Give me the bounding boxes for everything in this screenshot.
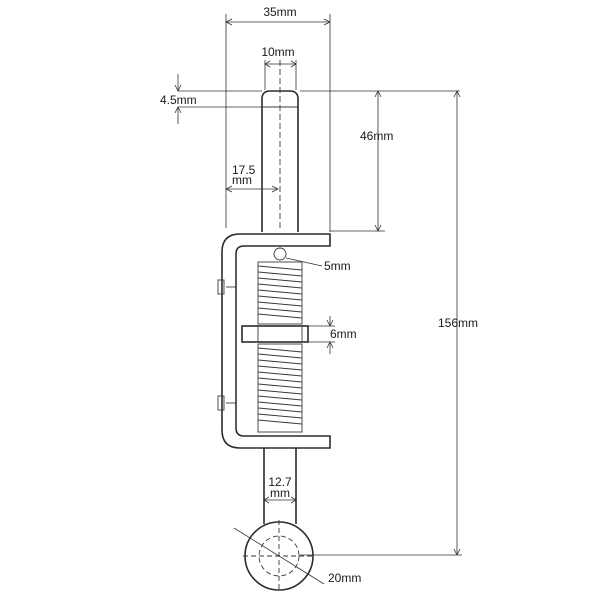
label-tip-chamfer: 4.5mm (160, 93, 197, 107)
label-pin-hole: 5mm (324, 259, 351, 273)
label-shank-line1: 12.7 (268, 475, 292, 489)
label-collar: 6mm (330, 327, 357, 341)
spring-lower (257, 343, 303, 433)
pull-ring (233, 520, 325, 592)
dimension-offset (225, 185, 279, 193)
label-pin-length: 46mm (360, 129, 393, 143)
label-ring: 20mm (328, 571, 361, 585)
dimension-overall-width (225, 14, 331, 232)
cross-pin-hole (273, 247, 323, 267)
housing-bracket (217, 233, 331, 449)
label-offset-line2: mm (232, 173, 252, 187)
pin-upper (261, 60, 299, 232)
dimension-pin-length (300, 90, 460, 232)
label-overall-width: 35mm (263, 5, 296, 19)
shank-lower (263, 448, 297, 524)
spring-upper (257, 261, 303, 325)
label-total-length: 156mm (438, 316, 478, 330)
label-offset-line1: 17.5 (232, 163, 256, 177)
dimension-total-length (300, 90, 462, 556)
collar (241, 316, 335, 354)
label-pin-width: 10mm (261, 45, 294, 59)
label-shank-line2: mm (270, 486, 290, 500)
dimension-tip-chamfer (174, 74, 262, 124)
dimension-pin-width (264, 60, 297, 90)
